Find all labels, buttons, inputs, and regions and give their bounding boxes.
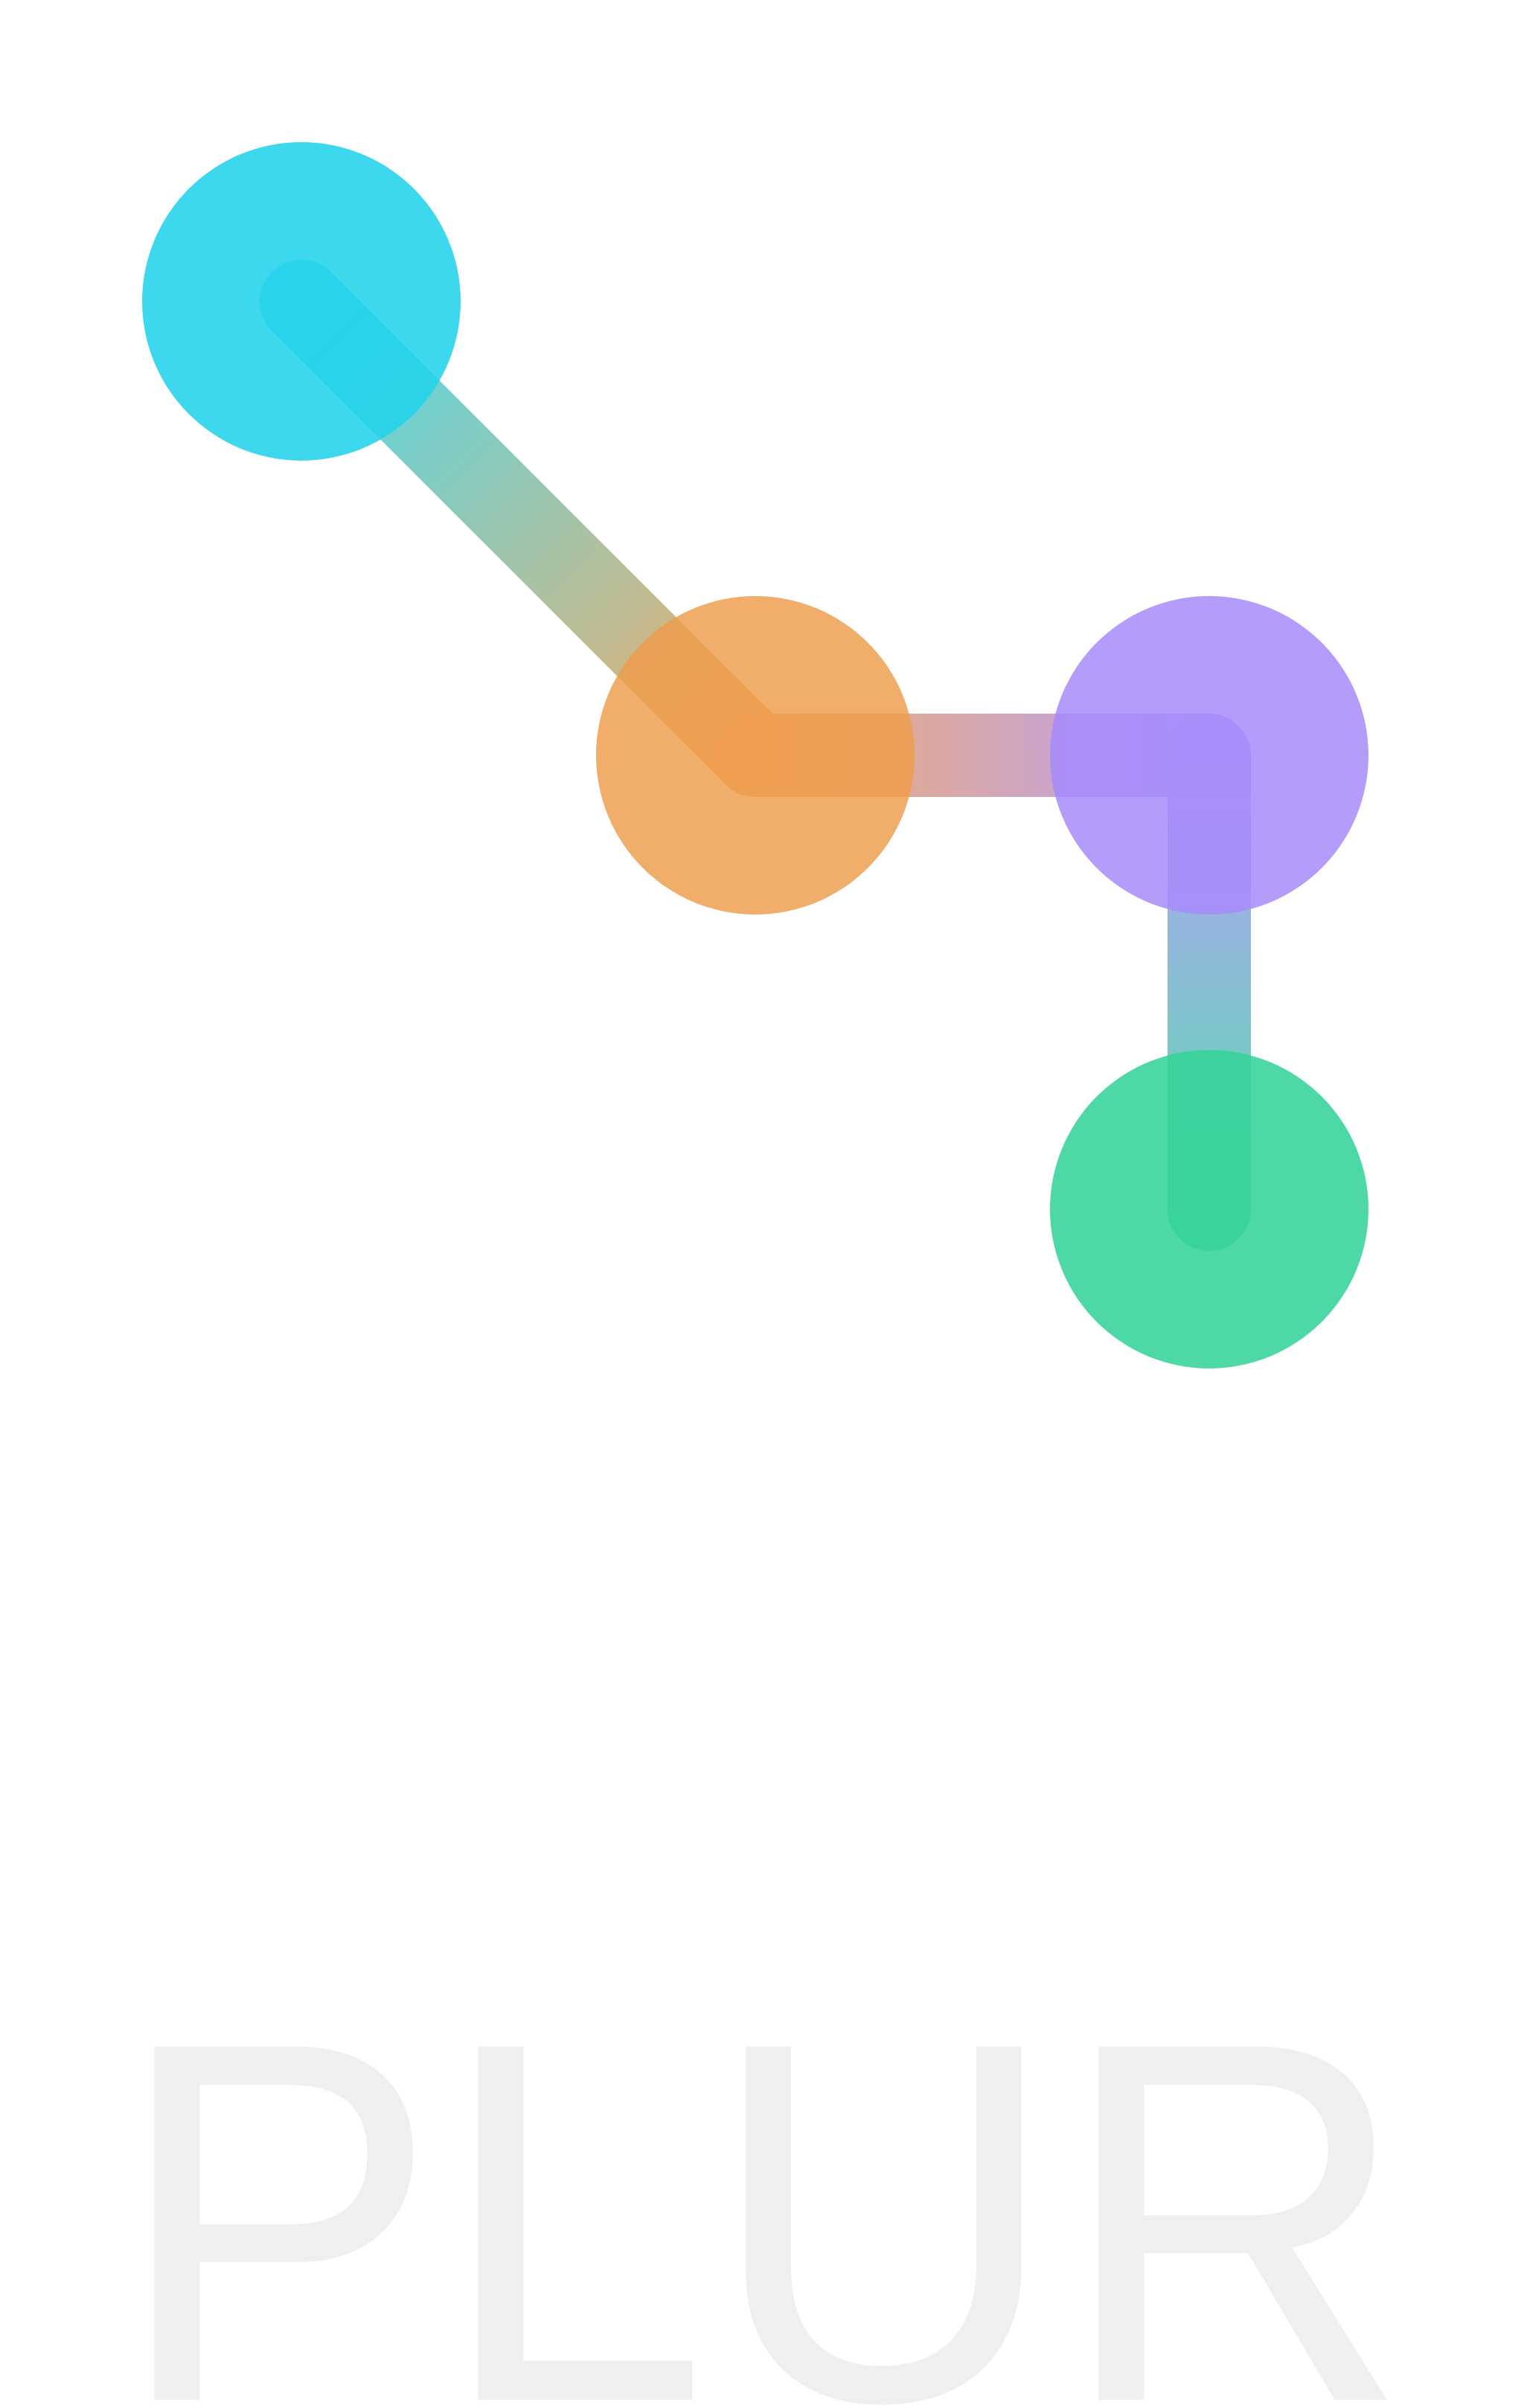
cyan-node [142, 142, 461, 461]
purple-node [1050, 596, 1368, 915]
wordmark-text: PLUR [115, 1935, 1409, 2408]
logo-mark [142, 142, 1368, 1368]
green-node [1050, 1050, 1368, 1368]
orange-node [596, 596, 915, 915]
wordmark: PLUR [115, 1935, 1409, 2408]
